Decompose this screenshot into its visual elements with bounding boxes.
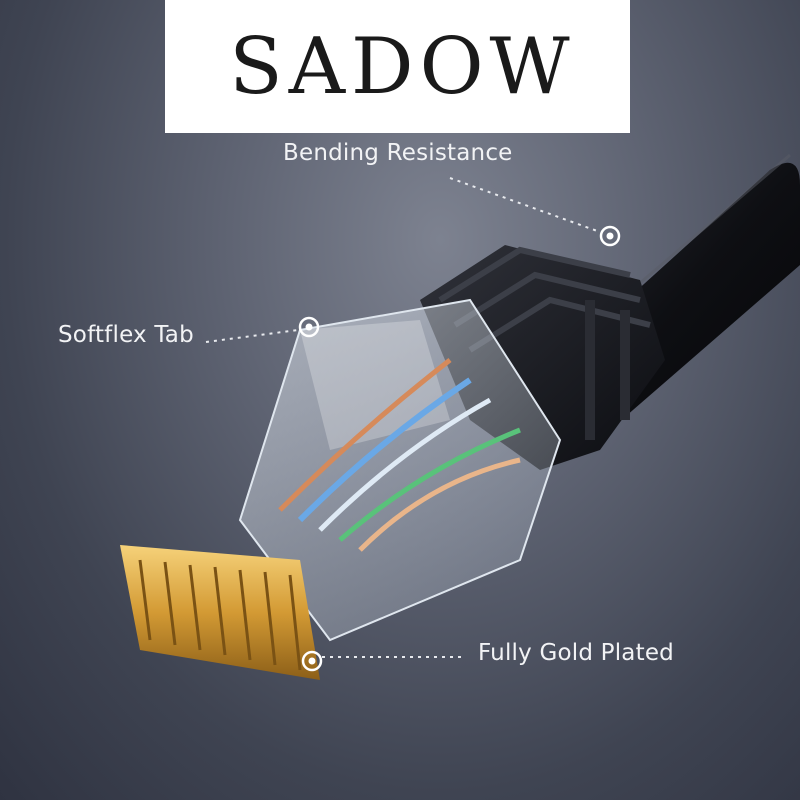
clear-plug-body [238,298,562,642]
callout-bending-marker [449,177,621,247]
callout-bending-resistance: Bending Resistance [283,140,513,166]
gold-contacts [120,545,320,680]
callout-gold-marker [301,650,462,672]
callout-softflex-marker [205,316,320,343]
callout-fully-gold-plated: Fully Gold Plated [478,640,674,666]
logo-panel: SADOW [165,0,630,133]
callout-softflex-tab: Softflex Tab [58,322,194,348]
brand-logo: SADOW [229,21,576,112]
